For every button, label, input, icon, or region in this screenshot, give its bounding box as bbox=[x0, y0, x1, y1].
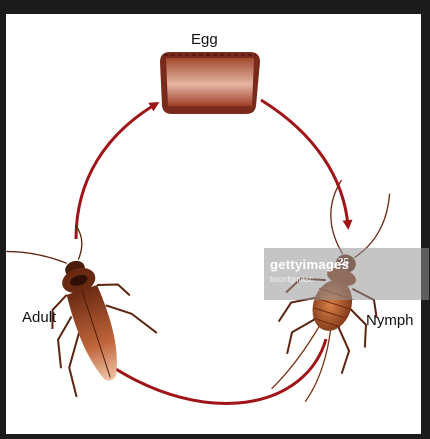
stage-label-nymph: Nymph bbox=[366, 312, 414, 329]
diagram-canvas: Egg Adult Nymph gettyimages 25 bsonfgmas… bbox=[6, 14, 429, 434]
stage-label-adult: Adult bbox=[22, 309, 57, 326]
arrow-adult-to-egg bbox=[74, 101, 160, 240]
watermark-logo: gettyimages bbox=[270, 257, 350, 272]
stage-label-egg: Egg bbox=[191, 31, 218, 48]
life-cycle-graphic bbox=[6, 52, 391, 405]
arrow-nymph-to-adult bbox=[104, 338, 328, 405]
watermark-badge: 25 bbox=[338, 256, 349, 268]
adult-cockroach-icon bbox=[6, 224, 158, 398]
egg-capsule-icon bbox=[160, 52, 260, 114]
watermark-credit: bsonfgmasc bbox=[270, 275, 314, 284]
watermark-overlay: gettyimages 25 bsonfgmasc bbox=[264, 248, 429, 300]
arrow-egg-to-nymph bbox=[260, 98, 353, 230]
